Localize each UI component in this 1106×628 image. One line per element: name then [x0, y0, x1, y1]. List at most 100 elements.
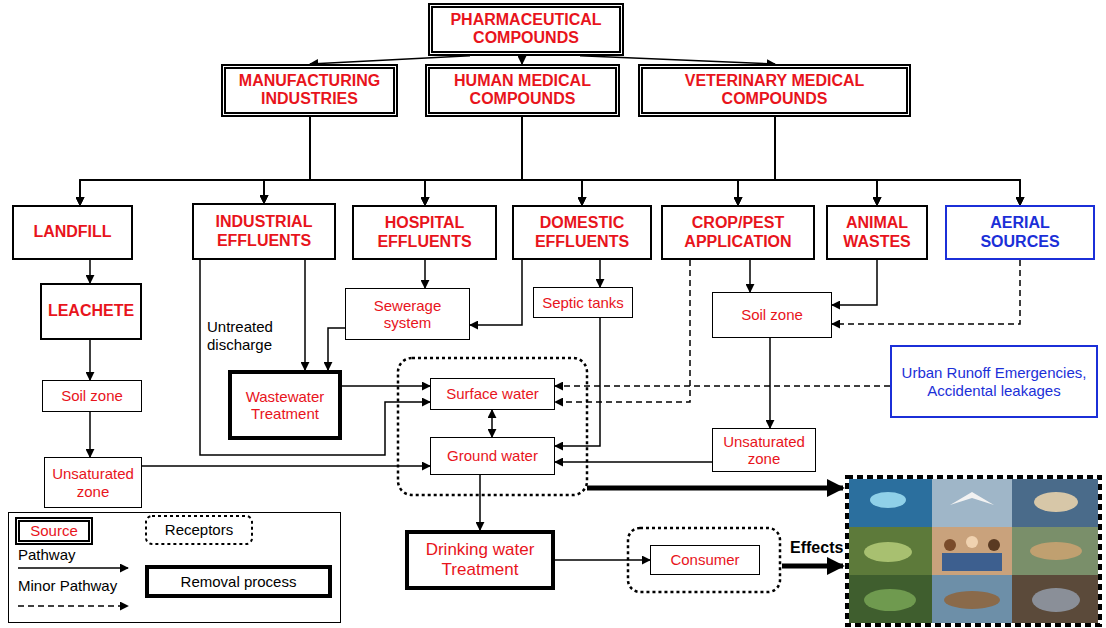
node-text: Ground water	[435, 447, 550, 464]
pathway-arrow	[80, 117, 522, 205]
minor-pathway-arrow	[555, 385, 890, 387]
pathway-arrow	[775, 117, 1020, 205]
source-box: PHARMACEUTICAL COMPOUNDS	[428, 3, 624, 56]
receptor-outline	[628, 528, 780, 592]
pathway-arrow	[555, 318, 600, 446]
pathway-arrow	[80, 117, 310, 205]
process-box: INDUSTRIAL EFFLUENTS	[192, 203, 336, 260]
node-text: LANDFILL	[18, 223, 127, 241]
process-box: Soil zone	[42, 380, 142, 412]
fish-figure	[870, 492, 906, 508]
pathway-arrow	[775, 117, 877, 205]
bird-figure	[950, 492, 994, 505]
node-text: HOSPITAL EFFLUENTS	[358, 214, 491, 251]
photo-tile	[1012, 527, 1100, 575]
node-text: Septic tanks	[538, 294, 628, 311]
pathway-arrow	[832, 260, 877, 305]
person-figure	[942, 553, 1002, 571]
pathway-arrow	[769, 338, 771, 428]
legend-text: Pathway	[18, 546, 76, 564]
source-box: HUMAN MEDICAL COMPOUNDS	[425, 64, 620, 117]
collage-border	[847, 477, 1100, 625]
pathway-arrow	[491, 410, 493, 437]
pathway-sample	[18, 567, 128, 569]
process-box: Unsaturated zone	[44, 457, 142, 508]
source-box: AERIAL SOURCES	[945, 205, 1095, 260]
pathway-arrow	[749, 260, 751, 292]
process-box: ANIMAL WASTES	[826, 205, 928, 260]
node-text: Wastewater Treatment	[236, 388, 334, 423]
process-box: DOMESTIC EFFLUENTS	[512, 205, 652, 260]
fish-figure	[944, 591, 1000, 609]
node-text: Unsaturated zone	[49, 465, 137, 500]
legend-source: Source	[15, 517, 93, 545]
photo-tile	[847, 477, 932, 527]
node-text: HUMAN MEDICAL COMPOUNDS	[434, 72, 611, 109]
pathway-arrow	[89, 340, 91, 380]
process-box: Sewerage system	[345, 288, 470, 340]
person-figure	[944, 539, 956, 551]
legend-text: Source	[20, 522, 88, 540]
pathway-arrow	[310, 117, 425, 205]
node-text: ANIMAL WASTES	[832, 214, 922, 251]
process-box: Ground water	[430, 437, 555, 475]
pathway-arrow	[89, 412, 91, 457]
collage-border	[847, 477, 1100, 625]
legend-text: Minor Pathway	[18, 577, 117, 595]
node-text: Urban Runoff Emergencies, Accidental lea…	[896, 364, 1092, 399]
receptor-sample	[146, 516, 252, 544]
person-figure	[988, 539, 1000, 551]
source-box: MANUFACTURING INDUSTRIES	[221, 64, 398, 117]
pathway-arrow	[342, 385, 430, 387]
pathway-arrow	[555, 559, 650, 561]
legend-receptors: Receptors	[148, 518, 250, 542]
node-text: Soil zone	[47, 387, 137, 404]
photo-tile	[1012, 477, 1100, 527]
photo-tile	[932, 477, 1012, 527]
frog-figure	[864, 542, 912, 562]
minor-pathway-sample	[18, 605, 128, 607]
pathway-arrow	[555, 461, 712, 463]
node-text: CROP/PEST APPLICATION	[667, 214, 809, 251]
node-text: Unsaturated zone	[717, 433, 811, 468]
pathway-arrow	[424, 260, 426, 288]
pathway-arrow	[264, 117, 310, 203]
process-box: Unsaturated zone	[712, 428, 816, 472]
source-box: VETERINARY MEDICAL COMPOUNDS	[638, 64, 911, 117]
minor-pathway-arrow	[555, 260, 690, 402]
node-text: Drinking water Treatment	[413, 540, 547, 579]
removal-box: Drinking water Treatment	[405, 530, 555, 590]
animal-figure	[1032, 588, 1080, 612]
node-text: LEACHETE	[46, 302, 136, 320]
photo-tile	[932, 527, 1012, 575]
photo-tile	[847, 575, 932, 625]
effects-collage	[847, 477, 1100, 625]
process-box: LEACHETE	[40, 283, 142, 340]
pathway-arrow	[522, 117, 877, 205]
legend-removal: Removal process	[145, 565, 332, 598]
pathway-arrow	[522, 117, 582, 205]
pathway-arrow	[328, 328, 345, 370]
effect-arrow	[782, 564, 843, 569]
node-text: Soil zone	[717, 306, 827, 323]
pathway-arrow	[89, 260, 91, 283]
effect-arrow	[587, 486, 843, 491]
photo-tile	[847, 527, 932, 575]
pathway-arrow	[264, 117, 775, 203]
pathway-arrow	[425, 117, 522, 205]
person-figure	[966, 536, 978, 548]
receptor-outline	[398, 358, 587, 495]
process-box: CROP/PEST APPLICATION	[661, 205, 815, 260]
pathway-arrow	[580, 56, 775, 64]
pathway-arrow	[521, 56, 523, 64]
bird-figure	[1034, 492, 1078, 512]
pathway-arrow	[582, 117, 775, 205]
pathway-arrow	[310, 117, 877, 205]
node-text: Surface water	[435, 385, 550, 402]
pathway-arrow	[425, 117, 775, 205]
pathway-arrow	[522, 117, 738, 205]
plant-figure	[864, 589, 916, 611]
pathway-arrow	[80, 117, 775, 205]
note-box: Urban Runoff Emergencies, Accidental lea…	[890, 345, 1098, 418]
